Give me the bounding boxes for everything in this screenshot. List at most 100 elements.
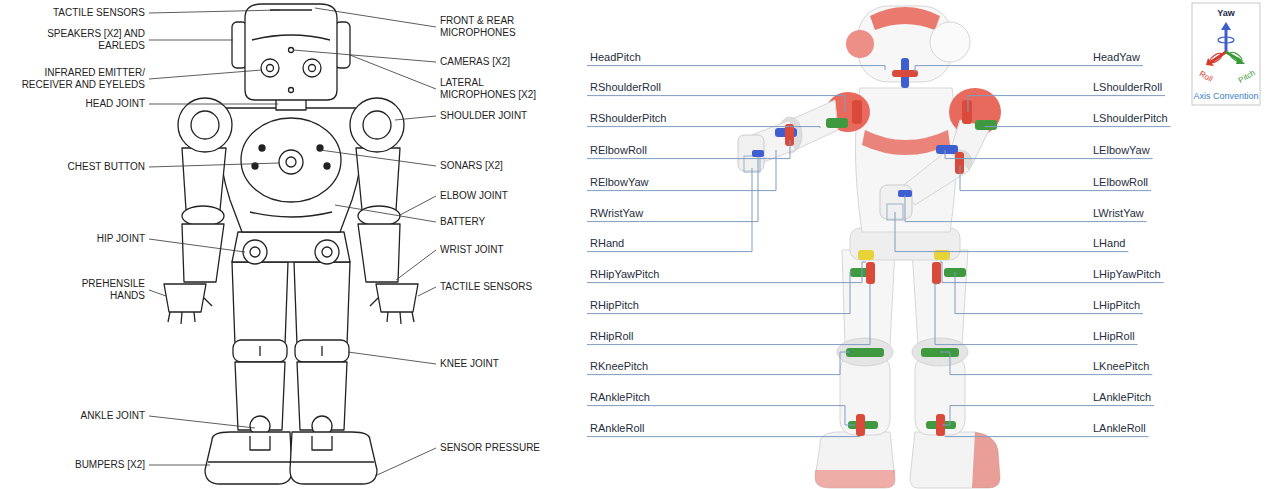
part-label: SONARS [X2] [440,160,503,172]
joint-label: RShoulderPitch [590,112,666,125]
part-label: LATERAL MICROPHONES [X2] [440,77,545,101]
robot-arm [182,206,224,226]
robot-render [915,355,965,435]
joint-marker [892,70,918,77]
leader-line [375,448,436,476]
joint-label: HeadYaw [1093,51,1140,64]
joint-leader [587,436,860,438]
robot-leg [233,340,287,362]
joint-label: RKneePitch [590,360,648,373]
robot-leg [205,432,292,484]
robot-head [303,59,321,77]
robot-arm [178,98,232,152]
leader-line [348,352,436,364]
joint-label: LShoulderRoll [1093,81,1162,94]
joint-marker [752,150,764,157]
robot-torso [250,212,332,217]
robot-arm [164,284,206,312]
joint-label: LAnkleRoll [1093,422,1146,435]
robot-render [930,22,970,62]
leader-line [149,163,279,167]
joint-leader [587,406,855,425]
leader-line [335,205,436,222]
robot-render [738,135,764,171]
joint-marker [826,118,848,128]
joint-marker [852,100,862,124]
robot-leg [259,346,260,356]
joint-leader [935,284,1138,345]
leader-line [315,8,436,27]
axis-inset [1221,22,1231,30]
joint-leader [587,127,820,128]
robot-torso [219,108,362,232]
joint-label: RHipYawPitch [590,268,660,281]
joint-leader [587,262,866,283]
robot-head [245,4,337,100]
joint-marker [962,100,972,124]
robot-torso [259,145,265,151]
robot-arm [182,224,224,282]
axis-inset [1209,52,1224,65]
robot-arm [168,298,212,324]
part-label: SHOULDER JOINT [440,110,527,122]
axis-inset [1225,28,1228,52]
part-label: FRONT & REAR MICROPHONES [440,15,530,39]
joint-label: LWristYaw [1093,207,1144,220]
part-label: HIP JOINT [97,233,145,245]
joint-leader [587,168,752,252]
joint-leader [587,140,790,159]
robot-line-drawing [164,4,418,484]
joint-label: LHipRoll [1093,330,1135,343]
leader-line [350,55,436,89]
robot-torso [219,108,362,232]
robot-head [267,65,274,72]
axis-inset [1192,3,1260,105]
joint-marker [975,120,997,130]
leader-line [400,196,436,215]
robot-arm [182,148,226,210]
robot-leg [208,461,291,462]
part-label: INFRARED EMITTER/ RECEIVER AND EYELEDS [5,67,145,91]
robot-head [252,35,330,40]
robot-pelvis [322,247,332,257]
axis-inset [1192,3,1260,105]
part-label: PREHENSILE HANDS [65,278,145,302]
leader-line [149,10,280,13]
leader-line [149,465,210,466]
robot-render [870,7,940,30]
joint-leader [587,284,870,345]
joint-leader [587,96,845,112]
leader-line [149,40,233,41]
axis-label: Pitch [1237,68,1257,85]
robot-head [289,48,294,53]
robot-render [972,432,1000,488]
part-label: BATTERY [440,216,485,228]
joint-marker [856,414,865,436]
part-label: CHEST BUTTON [68,161,145,173]
part-label: BUMPERS [X2] [75,459,145,471]
robot-render [846,30,874,58]
leader-line [320,150,436,166]
robot-arm [191,111,219,139]
robot-render [910,432,1000,488]
joint-label: RHipRoll [590,330,633,343]
joint-marker [932,262,941,284]
robot-render [815,432,895,488]
robot-pelvis [250,247,260,257]
joint-leader [905,195,1147,222]
part-label: ANKLE JOINT [81,410,145,422]
robot-pelvis [232,232,350,264]
robot-pelvis [243,240,267,264]
leader-line [396,250,436,280]
leader-line [149,416,255,428]
robot-leg [290,262,377,484]
robot-head [232,4,350,110]
robot-head [289,88,294,93]
leader-line [149,290,166,296]
robot-torso [324,163,330,169]
joint-label: RShoulderRoll [590,81,661,94]
robot-render [840,355,890,435]
robot-arm [164,98,232,324]
joint-label: HeadPitch [590,51,641,64]
